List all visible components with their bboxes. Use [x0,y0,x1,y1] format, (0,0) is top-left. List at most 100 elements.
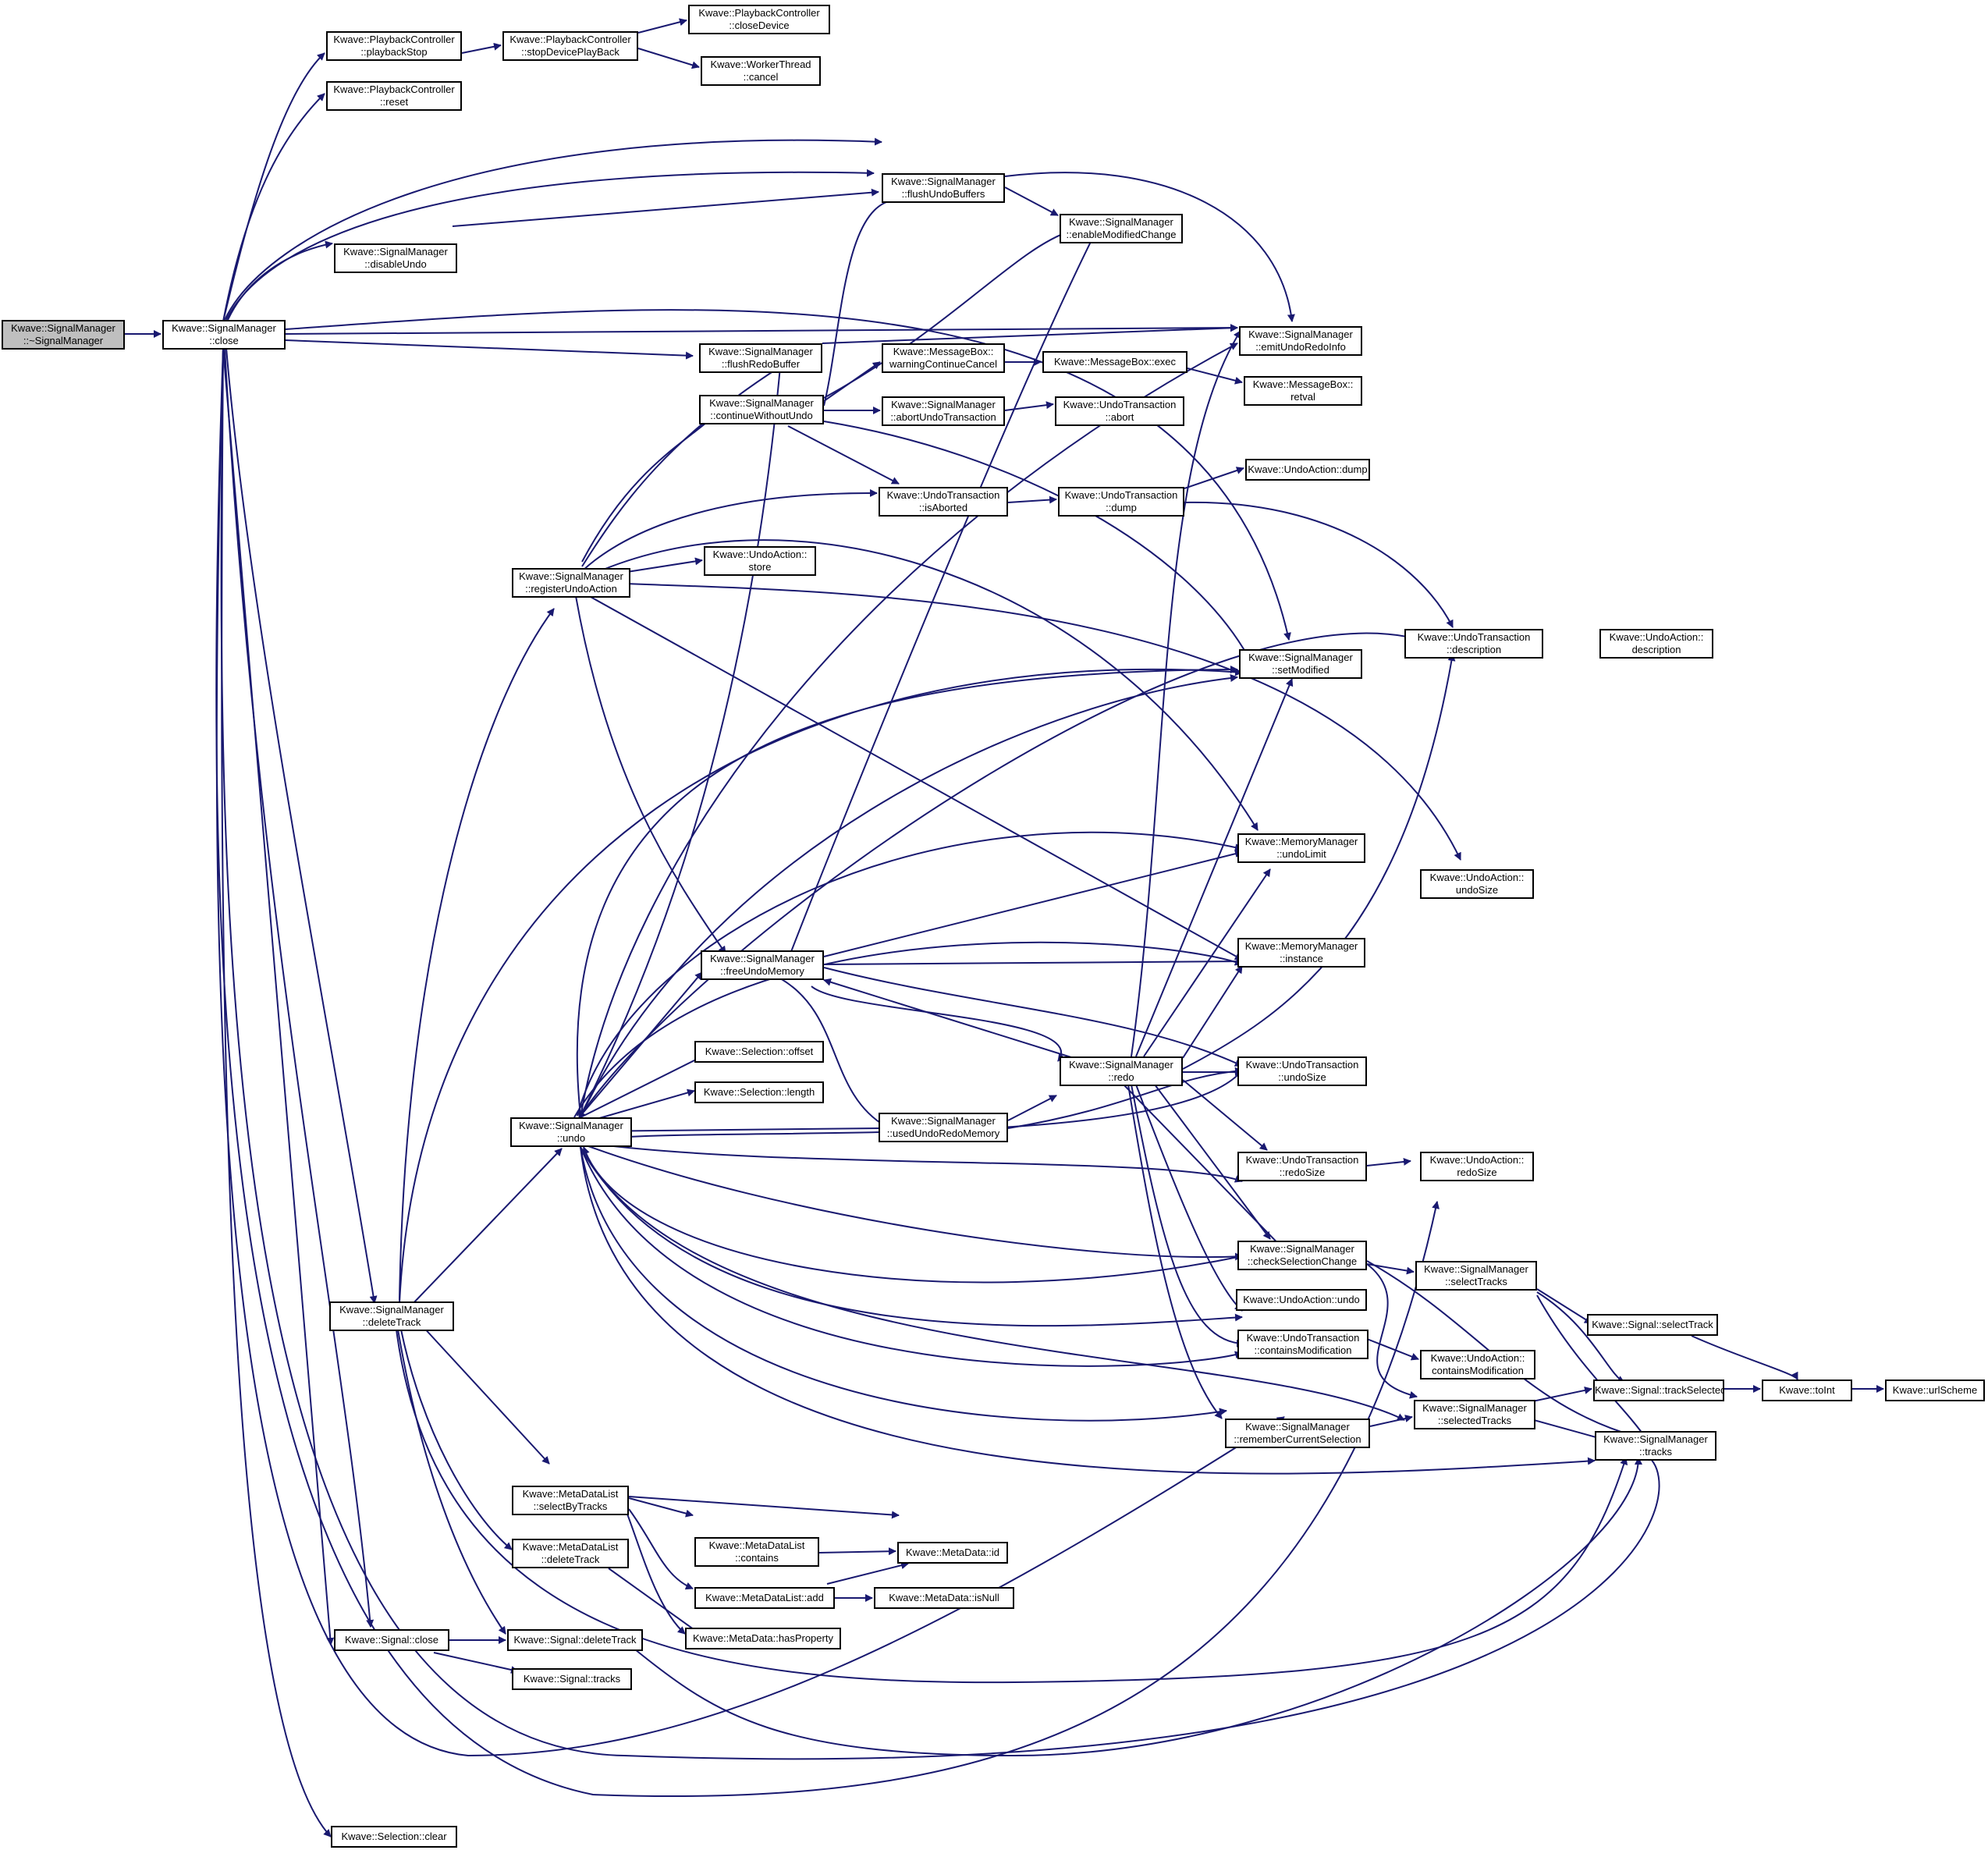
node-playbackcontroller-playbackstop[interactable]: Kwave::PlaybackController::playbackStop [326,31,462,61]
node-signalmanager-remembercurrentselection[interactable]: Kwave::SignalManager::rememberCurrentSel… [1225,1419,1370,1448]
node-undoaction-redosize[interactable]: Kwave::UndoAction::redoSize [1420,1152,1534,1181]
node-label-line2: ::instance [1280,953,1323,964]
node-label-line2: ::abort [1105,411,1134,423]
node-label-line1: Kwave::Signal::deleteTrack [513,1634,637,1646]
node-label-line2: ::emitUndoRedoInfo [1255,341,1346,353]
call-edges [125,18,1884,1838]
node-playbackcontroller-reset[interactable]: Kwave::PlaybackController::reset [326,81,462,111]
node-label-line1: Kwave::SignalManager [891,176,996,187]
node-signal-selecttrack[interactable]: Kwave::Signal::selectTrack [1587,1314,1718,1336]
node-undoaction-undosize[interactable]: Kwave::UndoAction::undoSize [1420,869,1534,899]
node-signalmanager-selecttracks[interactable]: Kwave::SignalManager::selectTracks [1415,1261,1537,1291]
node-undoaction-store[interactable]: Kwave::UndoAction::store [704,546,816,576]
node-selection-clear[interactable]: Kwave::Selection::clear [331,1826,457,1848]
node-label-line2: ::flushUndoBuffers [901,188,985,200]
node-workerthread-cancel[interactable]: Kwave::WorkerThread::cancel [701,56,821,86]
node-label-line1: Kwave::UndoTransaction [1063,399,1177,410]
node-label-line1: Kwave::Signal::close [345,1634,438,1646]
node-undotransaction-undosize[interactable]: Kwave::UndoTransaction::undoSize [1237,1056,1367,1086]
node-label-line1: Kwave::UndoTransaction [1064,489,1178,501]
node-signalmanager-close[interactable]: Kwave::SignalManager::close [162,320,286,350]
node-undotransaction-containsmodification[interactable]: Kwave::UndoTransaction::containsModifica… [1237,1330,1369,1359]
node-signalmanager-checkselectionchange[interactable]: Kwave::SignalManager::checkSelectionChan… [1237,1241,1367,1270]
node-signalmanager-flushundobuffers[interactable]: Kwave::SignalManager::flushUndoBuffers [882,173,1005,203]
node-label-line1: Kwave::Selection::offset [705,1046,814,1057]
node-undoaction-containsmodification[interactable]: Kwave::UndoAction::containsModification [1420,1350,1535,1380]
node-signalmanager-freeundomemory[interactable]: Kwave::SignalManager::freeUndoMemory [701,950,824,980]
node-signalmanager-registerundoaction[interactable]: Kwave::SignalManager::registerUndoAction [512,568,630,598]
node-messagebox-retval[interactable]: Kwave::MessageBox::retval [1244,376,1362,406]
node-playbackcontroller-closedevice[interactable]: Kwave::PlaybackController::closeDevice [688,5,830,34]
node-label-line1: Kwave::SignalManager [1245,1421,1350,1433]
node-undoaction-dump[interactable]: Kwave::UndoAction::dump [1245,459,1370,481]
node-label-line1: Kwave::PlaybackController [333,83,455,95]
node-signalmanager-redo[interactable]: Kwave::SignalManager::redo [1060,1056,1183,1086]
node-signalmanager-undo[interactable]: Kwave::SignalManager::undo [510,1117,632,1147]
node-messagebox-warningcontinuecancel[interactable]: Kwave::MessageBox::warningContinueCancel [882,343,1005,373]
node-signalmanager-continuewithoutundo[interactable]: Kwave::SignalManager::continueWithoutUnd… [699,395,824,424]
node-undotransaction-redosize[interactable]: Kwave::UndoTransaction::redoSize [1237,1152,1367,1181]
node-metadata-id[interactable]: Kwave::MetaData::id [897,1542,1008,1564]
node-signalmanager-enablemodifiedchange[interactable]: Kwave::SignalManager::enableModifiedChan… [1060,214,1183,243]
node-signalmanager-usedundoredomemory[interactable]: Kwave::SignalManager::usedUndoRedoMemory [879,1113,1008,1142]
node-undoaction-description[interactable]: Kwave::UndoAction::description [1599,629,1713,659]
node-label-line2: ::dump [1106,502,1137,513]
node-label-line1: Kwave::UndoTransaction [1245,1154,1359,1166]
node-label-line2: ::stopDevicePlayBack [521,46,619,58]
node-signalmanager-abortundotransaction[interactable]: Kwave::SignalManager::abortUndoTransacti… [882,396,1005,426]
node-metadata-hasproperty[interactable]: Kwave::MetaData::hasProperty [685,1628,841,1649]
node-metadatalist-contains[interactable]: Kwave::MetaDataList::contains [694,1537,819,1567]
node-label-line1: Kwave::SignalManager [709,397,814,409]
node-label-line1: Kwave::SignalManager [891,399,996,410]
node-signalmanager-tracks[interactable]: Kwave::SignalManager::tracks [1595,1431,1716,1461]
node-label-line1: Kwave::MetaDataList [522,1541,619,1553]
node-memorymanager-instance[interactable]: Kwave::MemoryManager::instance [1237,938,1365,968]
node-messagebox-exec[interactable]: Kwave::MessageBox::exec [1042,351,1187,373]
node-metadatalist-add[interactable]: Kwave::MetaDataList::add [694,1587,835,1609]
node-label-line1: Kwave::Signal::trackSelected [1595,1384,1724,1396]
node-selection-offset[interactable]: Kwave::Selection::offset [694,1041,824,1063]
node-undoaction-undo[interactable]: Kwave::UndoAction::undo [1236,1289,1367,1311]
node-label-line1: Kwave::MetaData::isNull [889,1592,999,1603]
node-selection-length[interactable]: Kwave::Selection::length [694,1081,824,1103]
node-signal-tracks[interactable]: Kwave::Signal::tracks [512,1668,632,1690]
node-label-line2: ::redo [1108,1071,1134,1083]
node-label-line2: ::close [209,335,239,346]
node-label-line1: Kwave::UndoTransaction [1246,1332,1360,1344]
node-signalmanager-deletetrack[interactable]: Kwave::SignalManager::deleteTrack [329,1301,454,1331]
node-metadatalist-selectbytracks[interactable]: Kwave::MetaDataList::selectByTracks [512,1486,629,1515]
node-label-line1: Kwave::UndoAction:: [1609,631,1704,643]
node-label-line1: Kwave::Signal::tracks [523,1673,621,1685]
node-signalmanager-flushredobuffer[interactable]: Kwave::SignalManager::flushRedoBuffer [699,343,822,373]
node-signal-trackselected[interactable]: Kwave::Signal::trackSelected [1593,1380,1724,1401]
node-toint[interactable]: Kwave::toInt [1762,1380,1852,1401]
node-label-line2: ::rememberCurrentSelection [1234,1433,1361,1445]
node-label-line1: Kwave::SignalManager [519,570,623,582]
node-label-line2: redoSize [1457,1166,1497,1178]
node-urlscheme[interactable]: Kwave::urlScheme [1885,1380,1985,1401]
node-undotransaction-isaborted[interactable]: Kwave::UndoTransaction::isAborted [879,487,1008,517]
node-label-line1: Kwave::MessageBox:: [1252,378,1354,390]
node-metadatalist-deletetrack[interactable]: Kwave::MetaDataList::deleteTrack [512,1539,629,1568]
node-playbackcontroller-stopdeviceplayback[interactable]: Kwave::PlaybackController::stopDevicePla… [502,31,638,61]
node-signalmanager-setmodified[interactable]: Kwave::SignalManager::setModified [1239,649,1362,679]
node-label-line1: Kwave::MemoryManager [1244,940,1358,952]
node-label-line2: ::undoSize [1278,1071,1326,1083]
node-signalmanager-disableundo[interactable]: Kwave::SignalManager::disableUndo [334,243,457,273]
node-label-line1: Kwave::SignalManager [11,322,115,334]
node-undotransaction-dump[interactable]: Kwave::UndoTransaction::dump [1058,487,1184,517]
node-label-line2: ::selectByTracks [533,1500,608,1512]
node-label-line1: Kwave::UndoAction:: [712,549,808,560]
node-undotransaction-description[interactable]: Kwave::UndoTransaction::description [1404,629,1543,659]
node-signal-close[interactable]: Kwave::Signal::close [334,1629,449,1651]
node-signalmanager-selectedtracks[interactable]: Kwave::SignalManager::selectedTracks [1414,1400,1535,1429]
node-label-line1: Kwave::PlaybackController [698,7,820,19]
node-label-line1: Kwave::MetaDataList [708,1539,805,1551]
node-memorymanager-undolimit[interactable]: Kwave::MemoryManager::undoLimit [1237,833,1365,863]
node-signal-deletetrack[interactable]: Kwave::Signal::deleteTrack [507,1629,643,1651]
node-signalmanager-emitundoredoinfo[interactable]: Kwave::SignalManager::emitUndoRedoInfo [1239,326,1362,356]
node-metadata-isnull[interactable]: Kwave::MetaData::isNull [874,1587,1014,1609]
node-label-line2: ::deleteTrack [362,1316,421,1328]
node-label-line2: warningContinueCancel [889,358,998,370]
node-undotransaction-abort[interactable]: Kwave::UndoTransaction::abort [1055,396,1184,426]
